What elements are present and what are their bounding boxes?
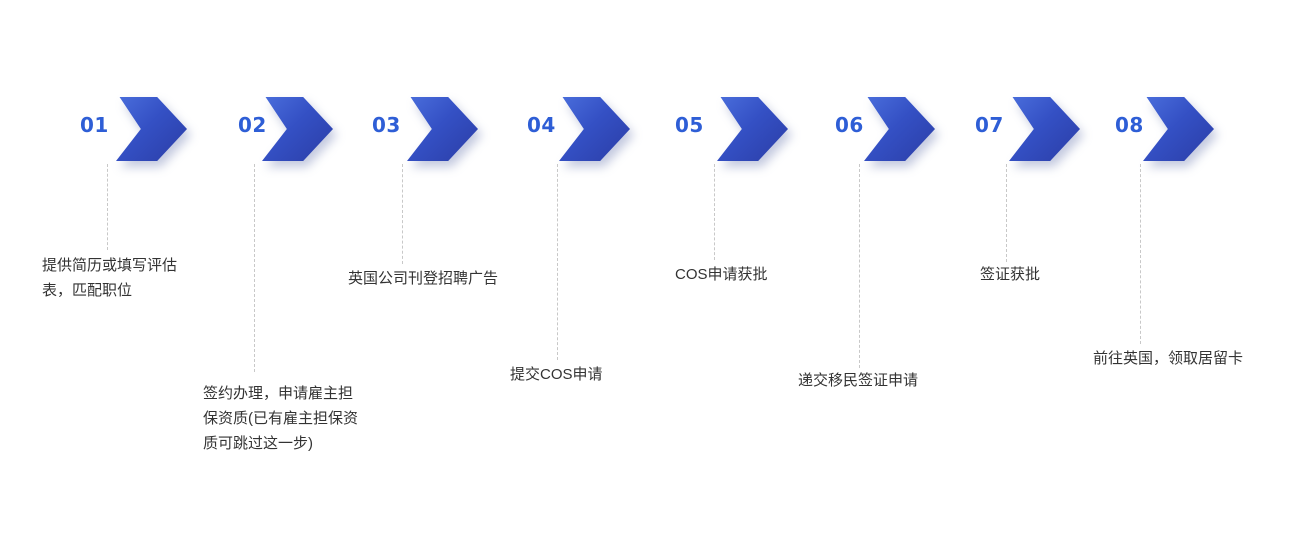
step-7-number: 07: [975, 113, 1004, 137]
chevron-shape: [116, 97, 187, 161]
step-7-label: 签证获批: [980, 266, 1041, 283]
step-8-number: 08: [1115, 113, 1144, 137]
chevron-shape: [864, 97, 935, 161]
step-5-label: COS申请获批: [675, 266, 768, 283]
connector-dashed-line: [402, 164, 403, 264]
chevron-right-icon: [407, 97, 478, 161]
step-4-label: 提交COS申请: [510, 366, 603, 383]
chevron-shape: [407, 97, 478, 161]
step-5-number: 05: [675, 113, 704, 137]
step-4-number: 04: [527, 113, 556, 137]
connector-dashed-line: [557, 164, 558, 360]
step-6-number: 06: [835, 113, 864, 137]
step-2-label: 签约办理，申请雇主担保资质(已有雇主担保资质可跳过这一步): [203, 385, 358, 452]
step-6-label: 递交移民签证申请: [798, 372, 919, 389]
chevron-shape: [1143, 97, 1214, 161]
step-3-label: 英国公司刊登招聘广告: [348, 270, 499, 287]
chevron-right-icon: [559, 97, 630, 161]
chevron-shape: [1009, 97, 1080, 161]
step-1-label: 提供简历或填写评估表，匹配职位: [42, 257, 178, 299]
chevron-right-icon: [1143, 97, 1214, 161]
chevron-right-icon: [717, 97, 788, 161]
chevron-right-icon: [1009, 97, 1080, 161]
chevron-right-icon: [864, 97, 935, 161]
chevron-right-icon: [116, 97, 187, 161]
step-3-number: 03: [372, 113, 401, 137]
connector-dashed-line: [254, 164, 255, 372]
step-2-number: 02: [238, 113, 267, 137]
step-1-number: 01: [80, 113, 109, 137]
chevron-right-icon: [262, 97, 333, 161]
connector-dashed-line: [714, 164, 715, 260]
connector-dashed-line: [1006, 164, 1007, 262]
chevron-shape: [262, 97, 333, 161]
connector-dashed-line: [107, 164, 108, 250]
connector-dashed-line: [859, 164, 860, 368]
chevron-shape: [559, 97, 630, 161]
connector-dashed-line: [1140, 164, 1141, 344]
chevron-shape: [717, 97, 788, 161]
step-8-label: 前往英国，领取居留卡: [1093, 350, 1244, 367]
